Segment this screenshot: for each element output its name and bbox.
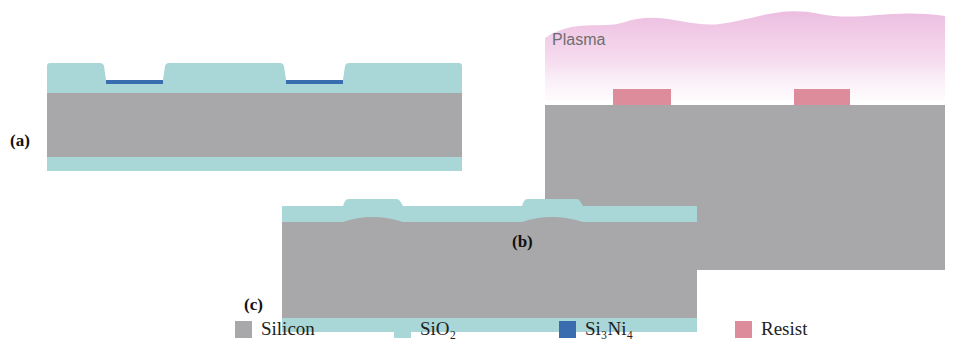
bottom-oxide (282, 318, 697, 332)
panel-c-cross-section (282, 199, 697, 332)
bottom-oxide (47, 157, 462, 171)
legend-text: Silicon (261, 318, 315, 340)
resist-block (613, 89, 671, 105)
legend-swatch (394, 321, 411, 338)
top-oxide (282, 199, 697, 318)
plasma-label: Plasma (552, 32, 605, 48)
nitride-strip (286, 80, 343, 84)
legend-entry: Si₃Ni₄ (559, 318, 633, 340)
legend-swatch (735, 321, 752, 338)
legend-swatch (235, 321, 252, 338)
silicon-substrate (47, 93, 462, 157)
legend-text: SiO₂ (420, 318, 456, 340)
resist-block (794, 89, 850, 105)
legend-text: Resist (761, 318, 807, 340)
legend-entry: Silicon (235, 318, 315, 340)
legend-swatch (559, 321, 576, 338)
panel-letter: (c) (244, 296, 263, 313)
panel-letter: (a) (10, 132, 30, 149)
legend-entry: SiO₂ (394, 318, 456, 340)
silicon-substrate (282, 217, 697, 318)
plasma-cloud (545, 0, 945, 100)
legend-entry: Resist (735, 318, 807, 340)
panel-a-cross-section (47, 63, 462, 171)
panel-letter: (b) (512, 233, 533, 250)
top-oxide (47, 63, 462, 93)
legend-text: Si₃Ni₄ (585, 318, 633, 340)
legend: Silicon SiO₂ Si₃Ni₄ Resist (0, 318, 965, 340)
nitride-strip (106, 80, 163, 84)
